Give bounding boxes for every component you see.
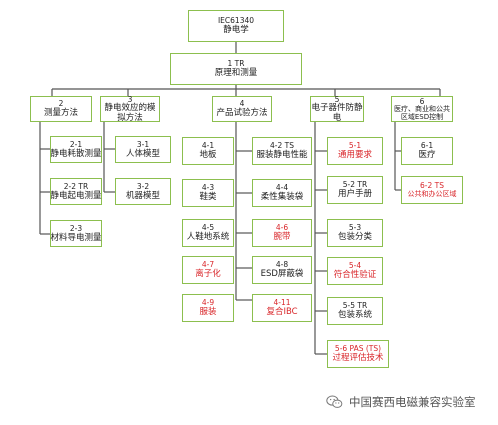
category-5-label: 电子器件防静电 (311, 103, 363, 123)
category-2-id: 2 (58, 99, 64, 108)
item-5-1: 5-1 通用要求 (327, 137, 383, 165)
item-4-4-label: 柔性集装袋 (260, 192, 304, 203)
root-node-label: 静电学 (223, 25, 249, 36)
item-4-7: 4-7 离子化 (182, 256, 234, 284)
item-5-5-id: 5-5 TR (342, 301, 368, 310)
category-3: 3 静电效应的模拟方法 (100, 94, 160, 123)
item-3-2-id: 3-2 (136, 181, 150, 191)
category-5: 5 电子器件防静电 (310, 94, 364, 123)
item-5-5: 5-5 TR 包装系统 (327, 297, 383, 325)
category-5-id: 5 (334, 94, 340, 104)
item-4-4-id: 4-4 (275, 183, 289, 192)
item-4-6-id: 4-6 (275, 223, 289, 232)
item-4-11: 4-11 复合IBC (252, 294, 312, 322)
item-5-1-label: 通用要求 (337, 150, 372, 161)
item-5-3-id: 5-3 (348, 223, 362, 232)
category-3-id: 3 (127, 94, 133, 104)
item-2-3: 2-3 材料导电测量 (50, 220, 102, 247)
root-node-id: IEC61340 (217, 16, 255, 25)
category-2: 2 测量方法 (30, 96, 92, 122)
item-4-3: 4-3 鞋类 (182, 179, 234, 207)
root-node: IEC61340 静电学 (188, 10, 284, 42)
item-4-6-label: 腕带 (273, 232, 291, 243)
item-4-9: 4-9 服装 (182, 294, 234, 322)
item-4-11-label: 复合IBC (266, 307, 298, 318)
item-2-3-id: 2-3 (69, 223, 83, 233)
item-4-3-id: 4-3 (201, 183, 215, 192)
category-6: 6 医疗、商业和公共区域ESD控制 (391, 96, 453, 122)
item-4-2: 4-2 TS 服装静电性能 (252, 137, 312, 165)
item-6-1-label: 医疗 (418, 150, 436, 161)
item-2-2: 2-2 TR 静电起电测量 (50, 178, 102, 205)
item-4-6: 4-6 腕带 (252, 219, 312, 247)
category-4-id: 4 (239, 99, 245, 108)
item-5-2-label: 用户手册 (337, 189, 372, 200)
item-4-4: 4-4 柔性集装袋 (252, 179, 312, 207)
item-4-11-id: 4-11 (273, 298, 291, 307)
node-1-tr-id: 1 TR (227, 59, 245, 68)
item-4-1: 4-1 地板 (182, 137, 234, 165)
item-6-2: 6-2 TS 公共和办公区域 (401, 176, 463, 204)
item-6-2-label: 公共和办公区域 (407, 190, 457, 199)
item-4-3-label: 鞋类 (199, 192, 217, 203)
item-3-2-label: 机器模型 (125, 190, 160, 201)
item-6-1: 6-1 医疗 (401, 137, 453, 165)
item-5-4: 5-4 符合性验证 (327, 257, 383, 285)
item-5-1-id: 5-1 (348, 141, 362, 150)
item-5-6-label: 过程评估技术 (332, 353, 384, 364)
category-3-label: 静电效应的模拟方法 (104, 103, 156, 123)
item-5-3: 5-3 包装分类 (327, 219, 383, 247)
item-3-1: 3-1 人体模型 (115, 136, 171, 163)
node-1-tr: 1 TR 原理和测量 (170, 53, 302, 85)
node-1-tr-label: 原理和测量 (214, 68, 258, 79)
item-4-1-label: 地板 (199, 150, 217, 161)
item-2-2-label: 静电起电测量 (50, 190, 102, 201)
item-4-7-label: 离子化 (195, 269, 221, 280)
item-2-1-id: 2-1 (69, 139, 83, 149)
category-6-id: 6 (419, 96, 425, 106)
category-4: 4 产品试验方法 (212, 96, 272, 122)
item-4-9-id: 4-9 (201, 298, 215, 307)
item-4-8-id: 4-8 (275, 260, 289, 269)
item-4-7-id: 4-7 (201, 260, 215, 269)
item-4-5-id: 4-5 (201, 223, 215, 232)
item-3-1-id: 3-1 (136, 139, 150, 149)
item-3-1-label: 人体模型 (125, 148, 160, 159)
item-2-1-label: 静电耗散测量 (50, 148, 102, 159)
category-2-label: 测量方法 (43, 108, 78, 119)
item-5-3-label: 包装分类 (337, 232, 372, 243)
item-4-2-id: 4-2 TS (270, 141, 294, 150)
item-5-2: 5-2 TR 用户手册 (327, 176, 383, 204)
item-5-6-id: 5-6 PAS (TS) (334, 344, 382, 353)
category-6-label: 医疗、商业和公共区域ESD控制 (394, 105, 450, 121)
item-5-2-id: 5-2 TR (342, 180, 368, 189)
item-4-8-label: ESD屏蔽袋 (260, 269, 304, 280)
item-5-5-label: 包装系统 (337, 310, 372, 321)
item-4-8: 4-8 ESD屏蔽袋 (252, 256, 312, 284)
wechat-icon (326, 395, 343, 408)
item-4-1-id: 4-1 (201, 141, 215, 150)
item-4-9-label: 服装 (199, 307, 217, 318)
item-6-2-id: 6-2 TS (420, 180, 444, 190)
item-4-5: 4-5 人鞋地系统 (182, 219, 234, 247)
item-2-3-label: 材料导电测量 (50, 232, 102, 243)
item-5-4-id: 5-4 (348, 261, 362, 270)
item-5-6: 5-6 PAS (TS) 过程评估技术 (327, 340, 389, 368)
watermark: 中国赛西电磁兼容实验室 (326, 394, 476, 410)
item-5-4-label: 符合性验证 (333, 270, 377, 281)
item-4-2-label: 服装静电性能 (256, 150, 308, 161)
item-3-2: 3-2 机器模型 (115, 178, 171, 205)
item-4-5-label: 人鞋地系统 (186, 232, 230, 243)
item-2-1: 2-1 静电耗散测量 (50, 136, 102, 163)
item-2-2-id: 2-2 TR (63, 181, 89, 191)
watermark-text: 中国赛西电磁兼容实验室 (349, 395, 476, 409)
item-6-1-id: 6-1 (420, 141, 434, 150)
category-4-label: 产品试验方法 (216, 108, 268, 119)
